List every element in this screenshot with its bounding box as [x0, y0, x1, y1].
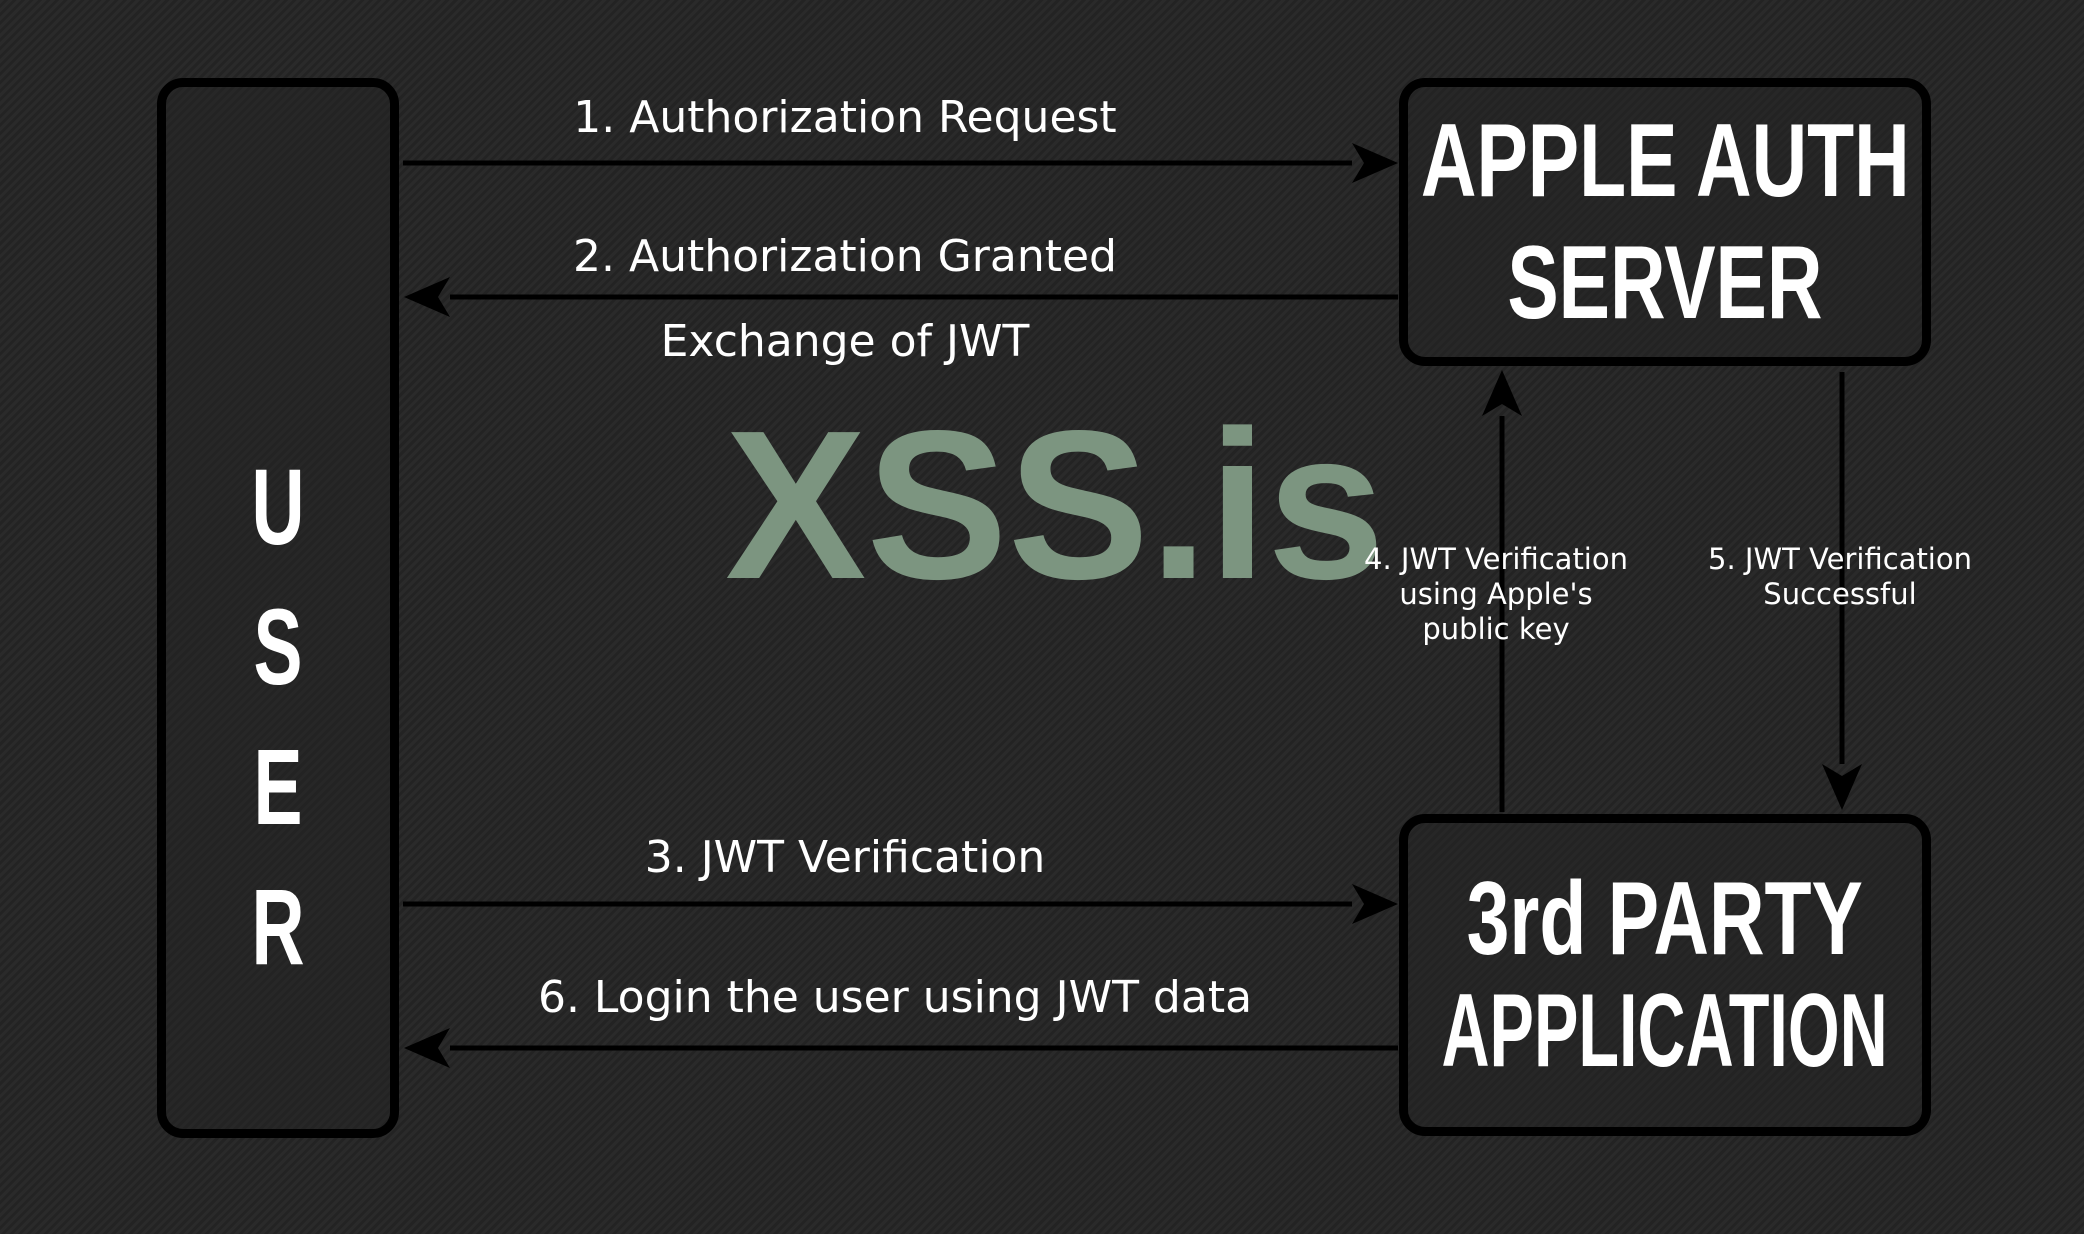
step1-label: 1. Authorization Request: [573, 92, 1117, 143]
user-node-label: U S E R: [166, 437, 390, 997]
step2-label: 2. Authorization Granted: [573, 231, 1117, 282]
step4-label-line3: public key: [1422, 612, 1570, 646]
step4-label-line2: using Apple's: [1399, 577, 1593, 611]
step5-label-line2: Successful: [1763, 577, 1917, 611]
apple-auth-server-line2: SERVER: [1507, 225, 1823, 341]
step2-note-label: Exchange of JWT: [660, 316, 1030, 367]
arrow-step2-head: [404, 277, 450, 317]
apple-auth-server-node: APPLE AUTH SERVER: [1399, 78, 1931, 366]
arrow-step3-head: [1352, 884, 1398, 924]
user-letter: E: [253, 726, 303, 847]
third-party-application-title: 3rd PARTY APPLICATION: [1408, 823, 1922, 1127]
step4-label-line1: 4. JWT Verification: [1364, 542, 1628, 576]
user-node: U S E R: [157, 78, 399, 1138]
step3-label: 3. JWT Verification: [644, 832, 1046, 883]
user-letter: R: [251, 866, 305, 987]
arrow-step6-head: [404, 1028, 450, 1068]
third-party-application-node: 3rd PARTY APPLICATION: [1399, 814, 1931, 1136]
step6-label: 6. Login the user using JWT data: [537, 972, 1253, 1023]
watermark-text: XSS.is: [725, 386, 1385, 623]
user-letter: U: [251, 446, 305, 567]
arrow-step5-head: [1822, 764, 1862, 810]
step5-label-line1: 5. JWT Verification: [1708, 542, 1972, 576]
third-party-line2: APPLICATION: [1441, 973, 1889, 1089]
step4-label: 4. JWT Verification using Apple's public…: [1364, 542, 1628, 647]
user-letter: S: [253, 586, 303, 707]
apple-auth-server-title: APPLE AUTH SERVER: [1408, 87, 1922, 357]
arrow-step4-head: [1482, 370, 1522, 416]
step5-label: 5. JWT Verification Successful: [1708, 542, 1972, 612]
third-party-line1: 3rd PARTY: [1466, 861, 1864, 977]
apple-auth-server-line1: APPLE AUTH: [1420, 103, 1910, 219]
arrow-step1-head: [1352, 143, 1398, 183]
